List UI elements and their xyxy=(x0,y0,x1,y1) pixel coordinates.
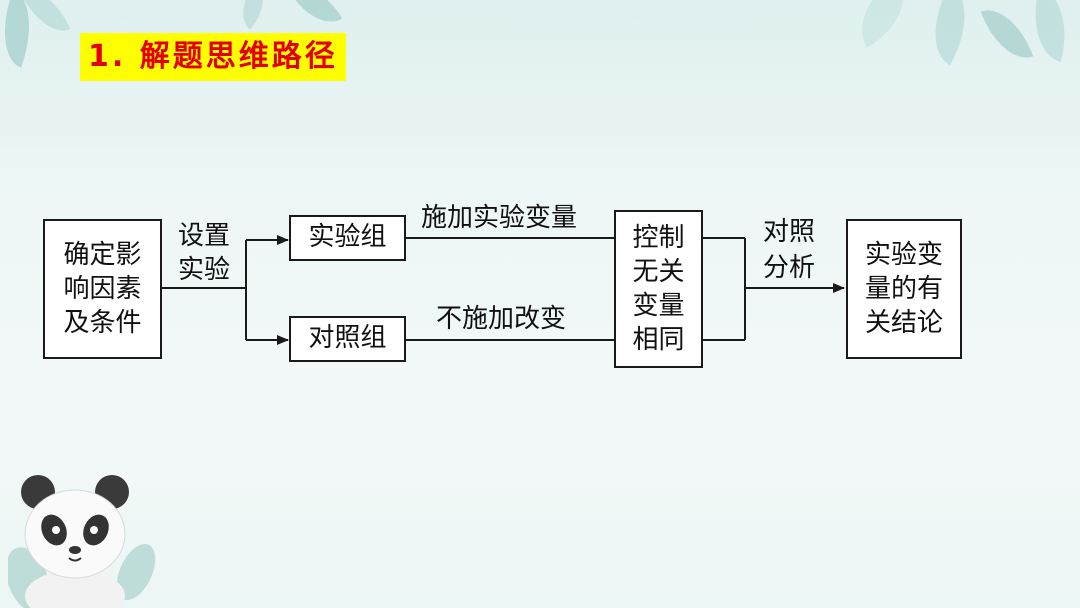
edge-label-setup-text: 设置实验 xyxy=(177,221,230,285)
edge-label-no-apply: 不施加改变 xyxy=(436,304,567,334)
node-control-variables: 控制无关变量相同 xyxy=(614,210,703,368)
node-factors: 确定影响因素及条件 xyxy=(43,219,162,359)
page-title: 1. 解题思维路径 xyxy=(80,33,346,81)
node-conclusion-text: 实验变量的有关结论 xyxy=(864,240,943,338)
edge-label-analyze-text: 对照分析 xyxy=(762,217,815,283)
node-control-variables-text: 控制无关变量相同 xyxy=(632,223,685,355)
node-control-group-text: 对照组 xyxy=(308,323,387,353)
node-factors-text: 确定影响因素及条件 xyxy=(63,240,142,338)
node-conclusion: 实验变量的有关结论 xyxy=(846,219,962,359)
edge-label-analyze: 对照分析 xyxy=(757,214,821,286)
node-experimental-group: 实验组 xyxy=(289,215,406,261)
panda-illustration xyxy=(8,475,156,608)
edge-label-setup: 设置实验 xyxy=(172,219,236,287)
node-control-group: 对照组 xyxy=(289,316,406,362)
edge-label-apply: 施加实验变量 xyxy=(421,203,578,233)
node-experimental-group-text: 实验组 xyxy=(308,222,387,252)
